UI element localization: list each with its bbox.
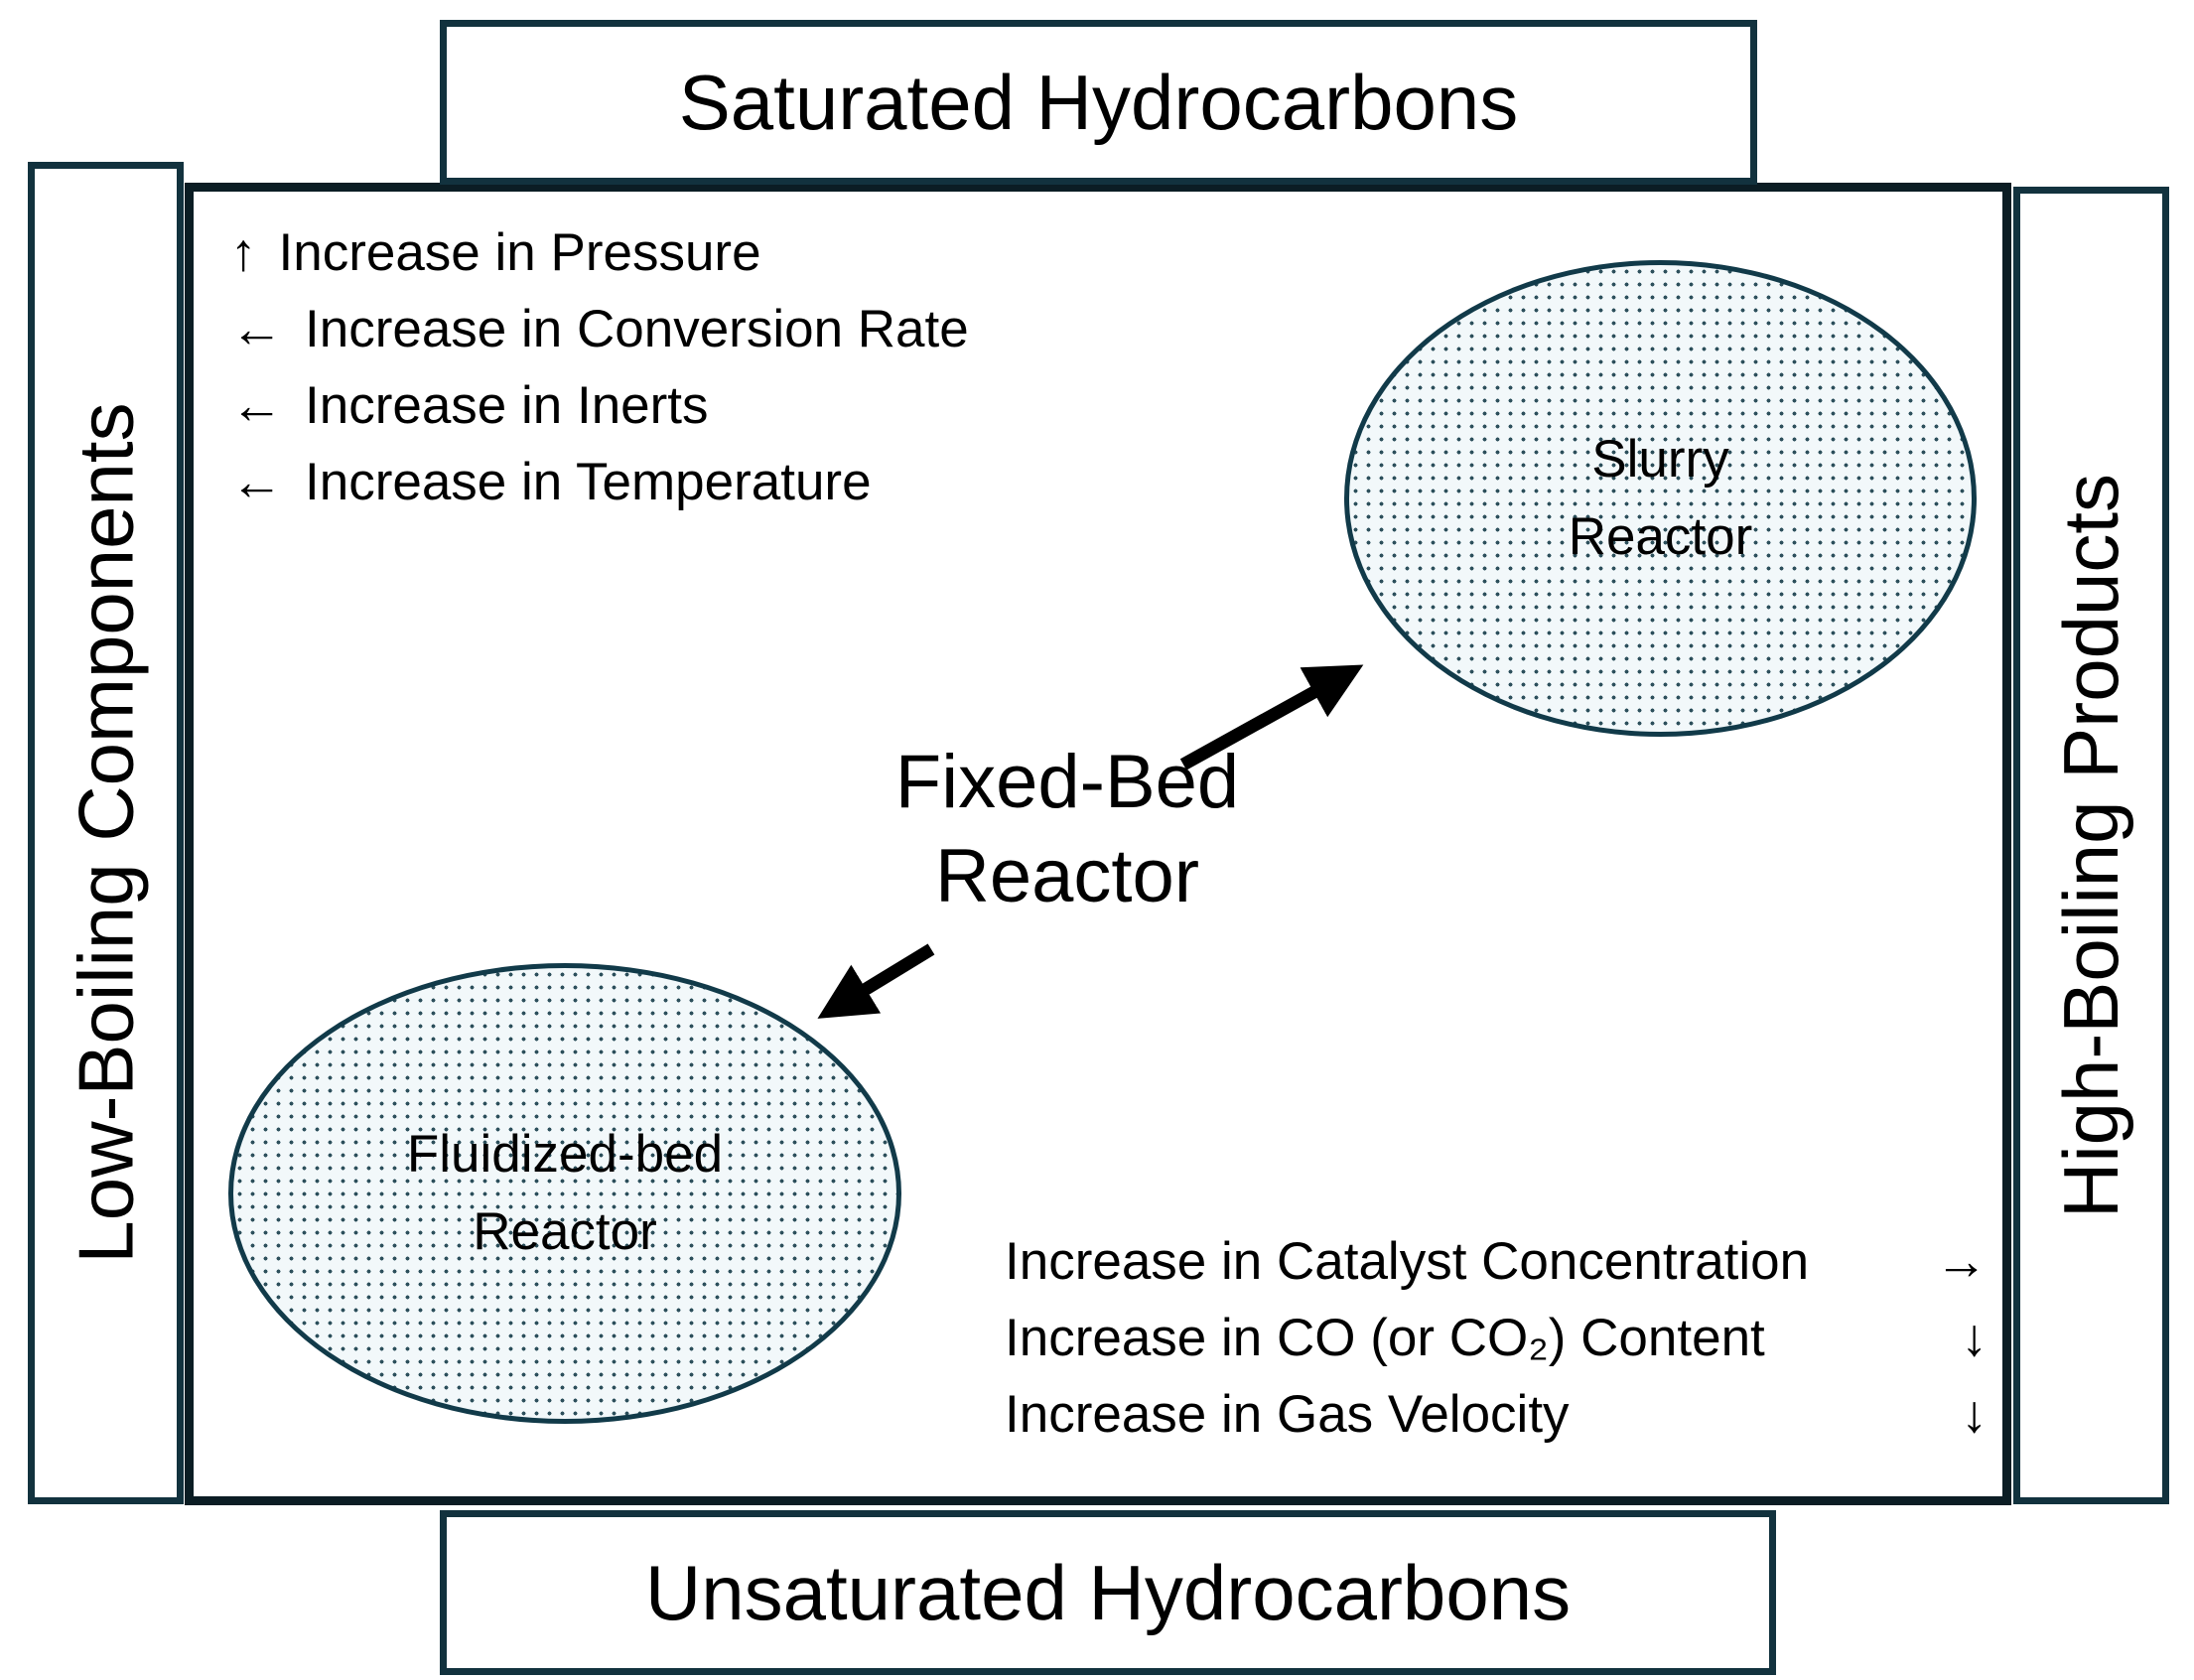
annotation-text: Increase in Inerts — [305, 376, 709, 435]
annotation-row-gas-velocity: Increase in Gas Velocity ↓ — [1005, 1376, 1988, 1453]
left-arrow-glyph: ← — [230, 376, 283, 435]
annotation-row-catalyst-concentration: Increase in Catalyst Concentration → — [1005, 1223, 1988, 1300]
top-axis-box: Saturated Hydrocarbons — [440, 20, 1757, 185]
fixed-bed-label-line2: Reactor — [934, 834, 1200, 918]
annotation-text: Increase in CO (or CO₂) Content — [1005, 1309, 1765, 1367]
slurry-reactor-label-line1: Slurry — [1591, 430, 1729, 489]
fixed-bed-reactor-label: Fixed-Bed Reactor — [740, 735, 1395, 923]
annotation-text: Increase in Pressure — [278, 223, 761, 282]
up-arrow-glyph: ↑ — [230, 223, 257, 282]
fluidized-bed-label-line2: Reactor — [473, 1202, 657, 1261]
fluidized-bed-reactor-ellipse: Fluidized-bed Reactor — [228, 963, 901, 1424]
annotation-row-inerts: ← Increase in Inerts — [230, 367, 969, 444]
right-axis-box: High-Boiling Products — [2013, 187, 2169, 1504]
slurry-reactor-label-line2: Reactor — [1568, 507, 1753, 566]
annotation-row-temperature: ← Increase in Temperature — [230, 444, 969, 520]
right-axis-label: High-Boiling Products — [2047, 473, 2135, 1218]
annotation-row-conversion-rate: ← Increase in Conversion Rate — [230, 291, 969, 367]
annotation-text: Increase in Conversion Rate — [305, 300, 969, 358]
annotation-row-co-content: Increase in CO (or CO₂) Content ↓ — [1005, 1300, 1988, 1376]
left-axis-label: Low-Boiling Components — [62, 402, 150, 1264]
down-arrow-glyph: ↓ — [1961, 1309, 1988, 1367]
left-axis-box: Low-Boiling Components — [28, 162, 184, 1504]
top-axis-label: Saturated Hydrocarbons — [678, 59, 1519, 146]
annotation-text: Increase in Gas Velocity — [1005, 1385, 1570, 1444]
bottom-right-annotation-list: Increase in Catalyst Concentration → Inc… — [1005, 1223, 1988, 1453]
down-arrow-glyph: ↓ — [1961, 1385, 1988, 1444]
top-left-annotation-list: ↑ Increase in Pressure ← Increase in Con… — [230, 214, 969, 520]
fixed-bed-label-line1: Fixed-Bed — [894, 740, 1240, 824]
right-arrow-glyph: → — [1935, 1232, 1988, 1291]
fluidized-bed-label-line1: Fluidized-bed — [406, 1125, 724, 1184]
slurry-reactor-ellipse: Slurry Reactor — [1344, 260, 1977, 737]
annotation-text: Increase in Temperature — [305, 453, 872, 511]
bottom-axis-box: Unsaturated Hydrocarbons — [440, 1510, 1776, 1675]
annotation-text: Increase in Catalyst Concentration — [1005, 1232, 1810, 1291]
annotation-row-pressure: ↑ Increase in Pressure — [230, 214, 969, 291]
bottom-axis-label: Unsaturated Hydrocarbons — [644, 1549, 1572, 1636]
left-arrow-glyph: ← — [230, 453, 283, 511]
left-arrow-glyph: ← — [230, 300, 283, 358]
